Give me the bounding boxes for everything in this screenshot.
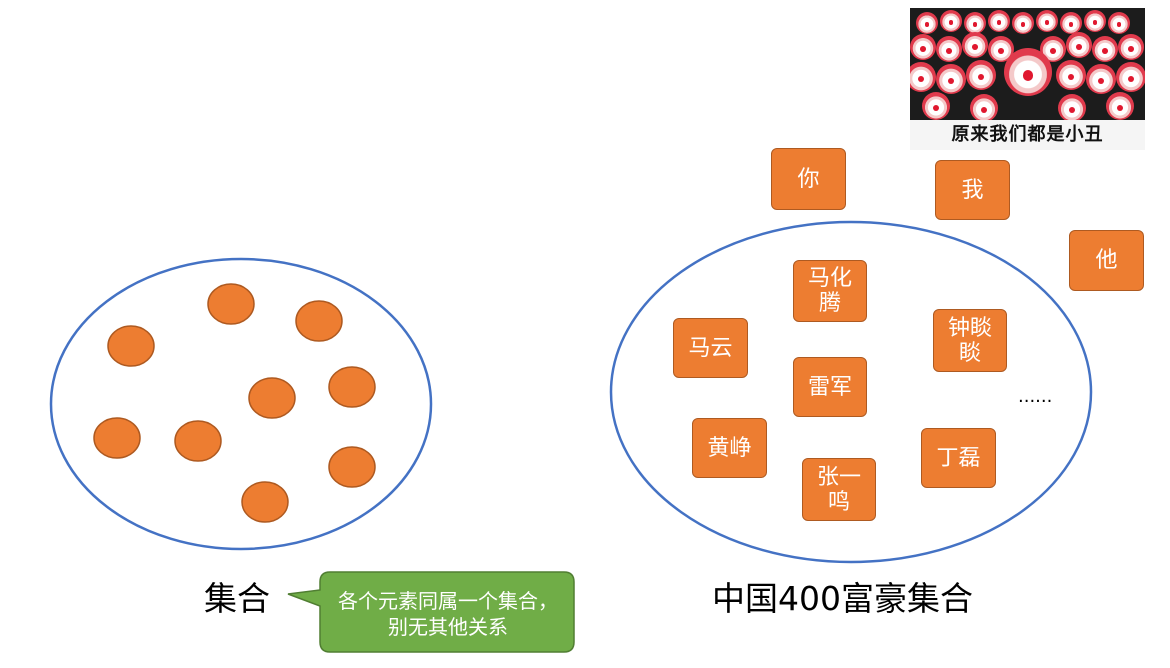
set-element-dot: [207, 283, 255, 325]
left-set-ellipse: [49, 257, 433, 551]
outside-box-you: 你: [771, 148, 846, 210]
clown-crowd-picture: [910, 8, 1145, 120]
set-element-dot: [93, 417, 141, 459]
member-box: 马云: [673, 318, 748, 378]
clown-face-icon: [1004, 48, 1052, 96]
member-label: 丁磊: [936, 445, 981, 471]
clown-meme-image: 原来我们都是小丑: [910, 8, 1145, 150]
member-box: 黄峥: [692, 418, 767, 478]
clown-face-icon: [970, 94, 998, 120]
member-label: 雷军: [807, 374, 852, 400]
member-label: 马化 腾: [807, 266, 852, 316]
clown-face-icon: [1092, 36, 1118, 62]
callout-text: 各个元素同属一个集合，别无其他关系: [338, 589, 558, 639]
clown-face-icon: [916, 12, 938, 34]
clown-face-icon: [910, 62, 936, 92]
member-box: 张一 鸣: [802, 458, 876, 521]
clown-face-icon: [1036, 10, 1058, 32]
clown-face-icon: [1116, 62, 1145, 92]
callout-bubble: [287, 571, 575, 653]
more-ellipsis: ......: [1018, 386, 1053, 407]
clown-face-icon: [1060, 12, 1082, 34]
member-box: 钟睒 睒: [933, 309, 1007, 372]
clown-face-icon: [962, 32, 988, 58]
clown-face-icon: [910, 34, 936, 60]
set-element-dot: [241, 481, 289, 523]
meme-caption: 原来我们都是小丑: [910, 120, 1145, 150]
outside-label: 我: [961, 177, 984, 203]
member-box: 马化 腾: [793, 260, 867, 322]
set-element-dot: [107, 325, 155, 367]
member-label: 钟睒 睒: [947, 315, 992, 366]
clown-face-icon: [988, 10, 1010, 32]
member-box: 雷军: [793, 357, 867, 417]
clown-face-icon: [966, 60, 996, 90]
member-box: 丁磊: [921, 428, 996, 488]
set-element-dot: [328, 446, 376, 488]
clown-face-icon: [1012, 12, 1034, 34]
member-label: 黄峥: [707, 435, 752, 461]
outside-box-him: 他: [1069, 230, 1144, 291]
clown-face-icon: [1108, 12, 1130, 34]
clown-face-icon: [1086, 64, 1116, 94]
clown-face-icon: [1084, 10, 1106, 32]
clown-face-icon: [1056, 60, 1086, 90]
right-set-ellipse: [609, 220, 1093, 564]
set-element-dot: [248, 377, 296, 419]
outside-label: 他: [1095, 248, 1118, 273]
left-set-elements: [93, 283, 376, 523]
outside-box-me: 我: [935, 160, 1010, 220]
set-element-dot: [295, 300, 343, 342]
set-element-dot: [174, 420, 222, 462]
member-label: 马云: [688, 335, 733, 361]
clown-face-icon: [1106, 92, 1134, 120]
clown-face-icon: [964, 12, 986, 34]
clown-face-icon: [1058, 94, 1086, 120]
clown-face-icon: [1118, 34, 1144, 60]
clown-face-icon: [936, 36, 962, 62]
clown-face-icon: [1066, 32, 1092, 58]
right-set-caption: 中国400富豪集合: [712, 579, 973, 618]
member-label: 张一 鸣: [816, 464, 861, 515]
left-set-caption: 集合: [204, 579, 270, 618]
set-element-dot: [328, 366, 376, 408]
outside-label: 你: [797, 166, 820, 192]
clown-face-icon: [940, 10, 962, 32]
clown-face-icon: [922, 92, 950, 120]
clown-face-icon: [936, 64, 966, 94]
